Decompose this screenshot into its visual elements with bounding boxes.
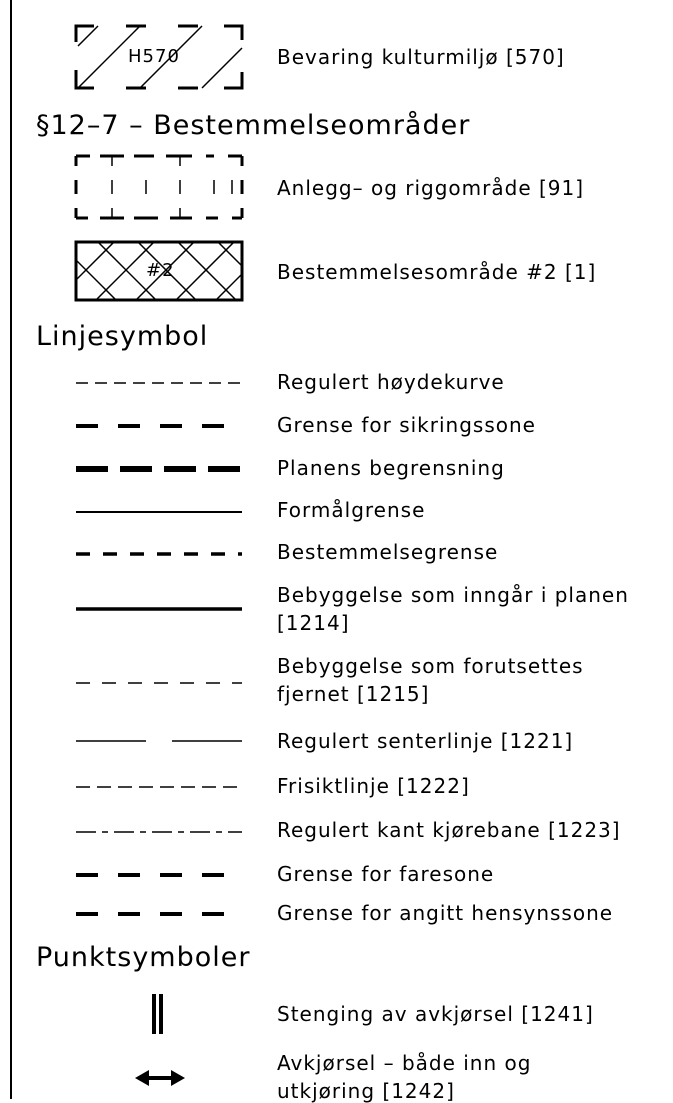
grense-sikringssone-label: Grense for sikringssone <box>277 413 536 437</box>
bevaring-hatch-symbol <box>74 24 244 90</box>
bebyggelse-inngar-label-line1: Bebyggelse som inngår i planen <box>277 583 629 607</box>
avkjorsel-double-arrow-icon <box>135 1068 185 1088</box>
bebyggelse-inngar-line-symbol <box>76 606 242 612</box>
bestemmelsesomrade-label: Bestemmelsesområde #2 [1] <box>277 260 597 284</box>
anlegg-rigg-label: Anlegg– og riggområde [91] <box>277 176 585 200</box>
grense-faresone-line-symbol <box>76 872 242 878</box>
regulert-kant-kjorebane-line-symbol <box>76 830 242 834</box>
section-heading-bestemmelseomrader: §12–7 – Bestemmelseområder <box>36 110 471 141</box>
regulert-senterlinje-line-symbol <box>76 739 242 743</box>
stenging-avkjorsel-label: Stenging av avkjørsel [1241] <box>277 1002 594 1026</box>
frisiktlinje-line-symbol <box>76 785 242 789</box>
grense-hensynssone-line-symbol <box>76 911 242 917</box>
bestemmelsesomrade-code-label: #2 <box>146 260 175 281</box>
grense-sikringssone-line-symbol <box>76 423 242 429</box>
formalgrense-line-symbol <box>76 510 242 514</box>
grense-faresone-label: Grense for faresone <box>277 862 495 886</box>
regulert-hoydekurve-label: Regulert høydekurve <box>277 370 505 394</box>
section-heading-linjesymbol: Linjesymbol <box>36 321 209 352</box>
regulert-hoydekurve-line-symbol <box>76 381 242 385</box>
grense-hensynssone-label: Grense for angitt hensynssone <box>277 901 614 925</box>
bebyggelse-fjernet-label-line2: fjernet [1215] <box>277 682 430 706</box>
frisiktlinje-label: Frisiktlinje [1222] <box>277 774 470 798</box>
regulert-senterlinje-label: Regulert senterlinje [1221] <box>277 729 574 753</box>
planens-begrensning-line-symbol <box>76 465 242 473</box>
bebyggelse-inngar-label-line2: [1214] <box>277 611 350 635</box>
bebyggelse-fjernet-label-line1: Bebyggelse som forutsettes <box>277 654 584 678</box>
bevaring-label: Bevaring kulturmiljø [570] <box>277 45 565 69</box>
regulert-kant-kjorebane-label: Regulert kant kjørebane [1223] <box>277 818 621 842</box>
bevaring-code-label: H570 <box>128 46 180 67</box>
bestemmelsesomrade-crosshatch-symbol <box>74 240 244 302</box>
avkjorsel-label-line1: Avkjørsel – både inn og <box>277 1051 532 1075</box>
planens-begrensning-label: Planens begrensning <box>277 456 505 480</box>
section-heading-punktsymboler: Punktsymboler <box>36 942 251 973</box>
bestemmelsegrense-line-symbol <box>76 551 242 557</box>
bebyggelse-fjernet-line-symbol <box>76 681 242 685</box>
avkjorsel-label-line2: utkjøring [1242] <box>277 1079 455 1103</box>
left-frame-border <box>10 0 12 1099</box>
anlegg-rigg-dashed-box-symbol <box>74 154 244 220</box>
formalgrense-label: Formålgrense <box>277 498 426 522</box>
bestemmelsegrense-label: Bestemmelsegrense <box>277 540 499 564</box>
stenging-avkjorsel-double-bar-icon <box>151 994 165 1034</box>
